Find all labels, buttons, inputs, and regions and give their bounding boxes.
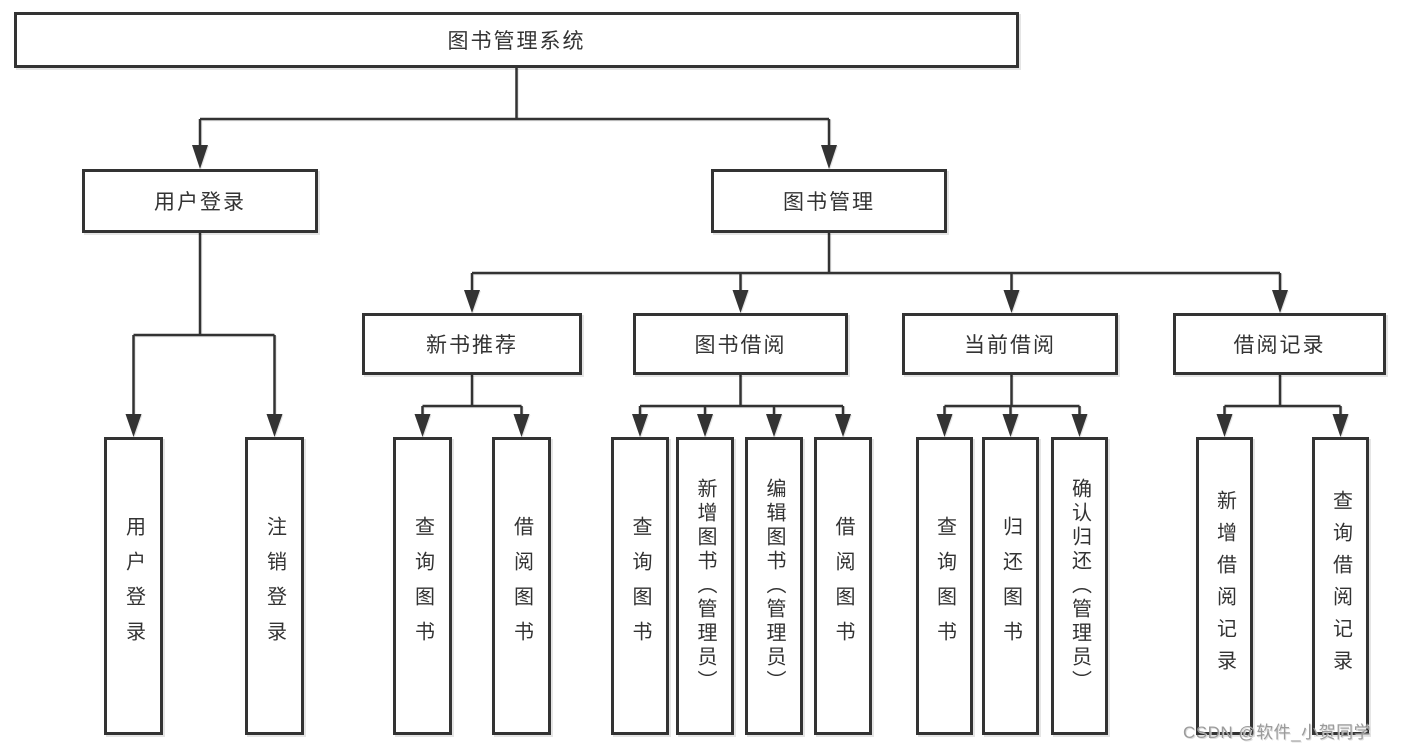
- leaf-label: 编辑图书（管理员）: [763, 478, 785, 694]
- node-label: 借阅记录: [1233, 334, 1326, 357]
- leaf-label: 查询借阅记录: [1329, 490, 1352, 682]
- arrowheads: [125, 145, 1349, 437]
- leaf-label: 用户登录: [122, 516, 145, 656]
- leaf-label: 归还图书: [999, 516, 1022, 656]
- leaf-label: 新增借阅记录: [1213, 490, 1236, 682]
- leaf-query-books-recommendation: 查询图书: [393, 437, 452, 735]
- leaf-label: 借阅图书: [832, 516, 854, 656]
- node-label: 用户登录: [154, 191, 246, 214]
- node-borrowing-records: 借阅记录: [1173, 313, 1386, 375]
- leaf-confirm-return-admin: 确认归还（管理员）: [1051, 437, 1108, 735]
- node-book-borrowing: 图书借阅: [633, 313, 848, 375]
- node-book-management: 图书管理: [711, 169, 947, 233]
- watermark-text: CSDN @软件_小贺同学: [1183, 723, 1372, 742]
- leaf-return-books: 归还图书: [982, 437, 1039, 735]
- leaf-edit-book-admin: 编辑图书（管理员）: [745, 437, 803, 735]
- node-label: 当前借阅: [964, 334, 1056, 357]
- leaf-borrow-books-borrowing: 借阅图书: [814, 437, 872, 735]
- node-label: 图书管理: [783, 191, 875, 214]
- leaf-label: 查询图书: [933, 516, 956, 656]
- node-label: 图书管理系统: [447, 30, 586, 53]
- leaf-borrow-books-recommendation: 借阅图书: [492, 437, 551, 735]
- leaf-label: 查询图书: [629, 516, 651, 656]
- leaf-label: 新增图书（管理员）: [694, 478, 716, 694]
- node-new-book-recommendation: 新书推荐: [362, 313, 582, 375]
- node-current-borrowing: 当前借阅: [902, 313, 1118, 375]
- leaf-label: 注销登录: [263, 516, 286, 656]
- leaf-label: 查询图书: [411, 516, 434, 656]
- leaf-query-books-borrowing: 查询图书: [611, 437, 669, 735]
- node-label: 图书借阅: [694, 334, 787, 357]
- leaf-label: 借阅图书: [510, 516, 533, 656]
- leaf-query-borrow-record: 查询借阅记录: [1312, 437, 1369, 735]
- node-user-login: 用户登录: [82, 169, 318, 233]
- leaf-label: 确认归还（管理员）: [1068, 478, 1091, 694]
- leaf-query-books-current: 查询图书: [916, 437, 973, 735]
- leaf-logout: 注销登录: [245, 437, 304, 735]
- leaf-user-login: 用户登录: [104, 437, 163, 735]
- node-label: 新书推荐: [426, 334, 518, 357]
- node-library-management-system: 图书管理系统: [14, 12, 1019, 68]
- leaf-add-borrow-record: 新增借阅记录: [1196, 437, 1253, 735]
- leaf-add-book-admin: 新增图书（管理员）: [676, 437, 734, 735]
